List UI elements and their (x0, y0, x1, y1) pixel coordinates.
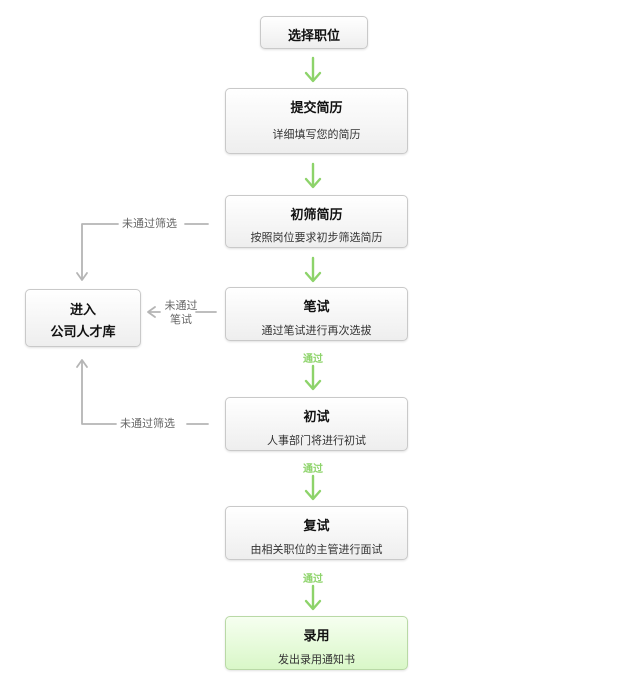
arrow-fail-screen-top (81, 223, 119, 280)
pass-label-2: 通过 (303, 464, 323, 475)
fail-written-label: 未通过 笔试 (162, 299, 200, 327)
step-title: 提交简历 (290, 101, 343, 116)
step-desc: 通过笔试进行再次选拔 (261, 324, 372, 337)
step-submit-resume: 提交简历 详细填写您的简历 (225, 88, 408, 154)
fail-written-label-line1: 未通过 (164, 299, 198, 312)
step-desc: 详细填写您的简历 (272, 128, 361, 141)
talent-pool-line1: 进入 (69, 303, 96, 318)
fail-screen-top-label: 未通过筛选 (122, 217, 177, 230)
talent-pool-line2: 公司人才库 (50, 325, 116, 340)
step-desc: 按照岗位要求初步筛选简历 (250, 231, 383, 244)
step-select-position: 选择职位 (260, 16, 368, 49)
pass-label-1: 通过 (303, 354, 323, 365)
step-desc: 人事部门将进行初试 (267, 434, 366, 447)
arrow-fail-screen-bottom (81, 360, 117, 425)
step-second-interview: 复试 由相关职位的主管进行面试 (225, 506, 408, 560)
step-title: 初筛简历 (290, 208, 343, 223)
talent-pool-box: 进入 公司人才库 (25, 289, 141, 347)
step-screen-resume: 初筛简历 按照岗位要求初步筛选简历 (225, 195, 408, 248)
step-title: 笔试 (303, 300, 330, 315)
step-title: 选择职位 (287, 29, 340, 44)
step-title: 录用 (303, 629, 330, 644)
step-written-test: 笔试 通过笔试进行再次选拔 (225, 287, 408, 341)
step-first-interview: 初试 人事部门将进行初试 (225, 397, 408, 451)
pass-label-3: 通过 (303, 574, 323, 585)
step-title: 复试 (303, 519, 330, 534)
step-desc: 发出录用通知书 (278, 653, 355, 666)
step-desc: 由相关职位的主管进行面试 (250, 543, 383, 556)
fail-screen-bottom-label: 未通过筛选 (120, 417, 175, 430)
step-hire: 录用 发出录用通知书 (225, 616, 408, 670)
step-title: 初试 (303, 410, 330, 425)
fail-written-label-line2: 笔试 (170, 313, 192, 326)
